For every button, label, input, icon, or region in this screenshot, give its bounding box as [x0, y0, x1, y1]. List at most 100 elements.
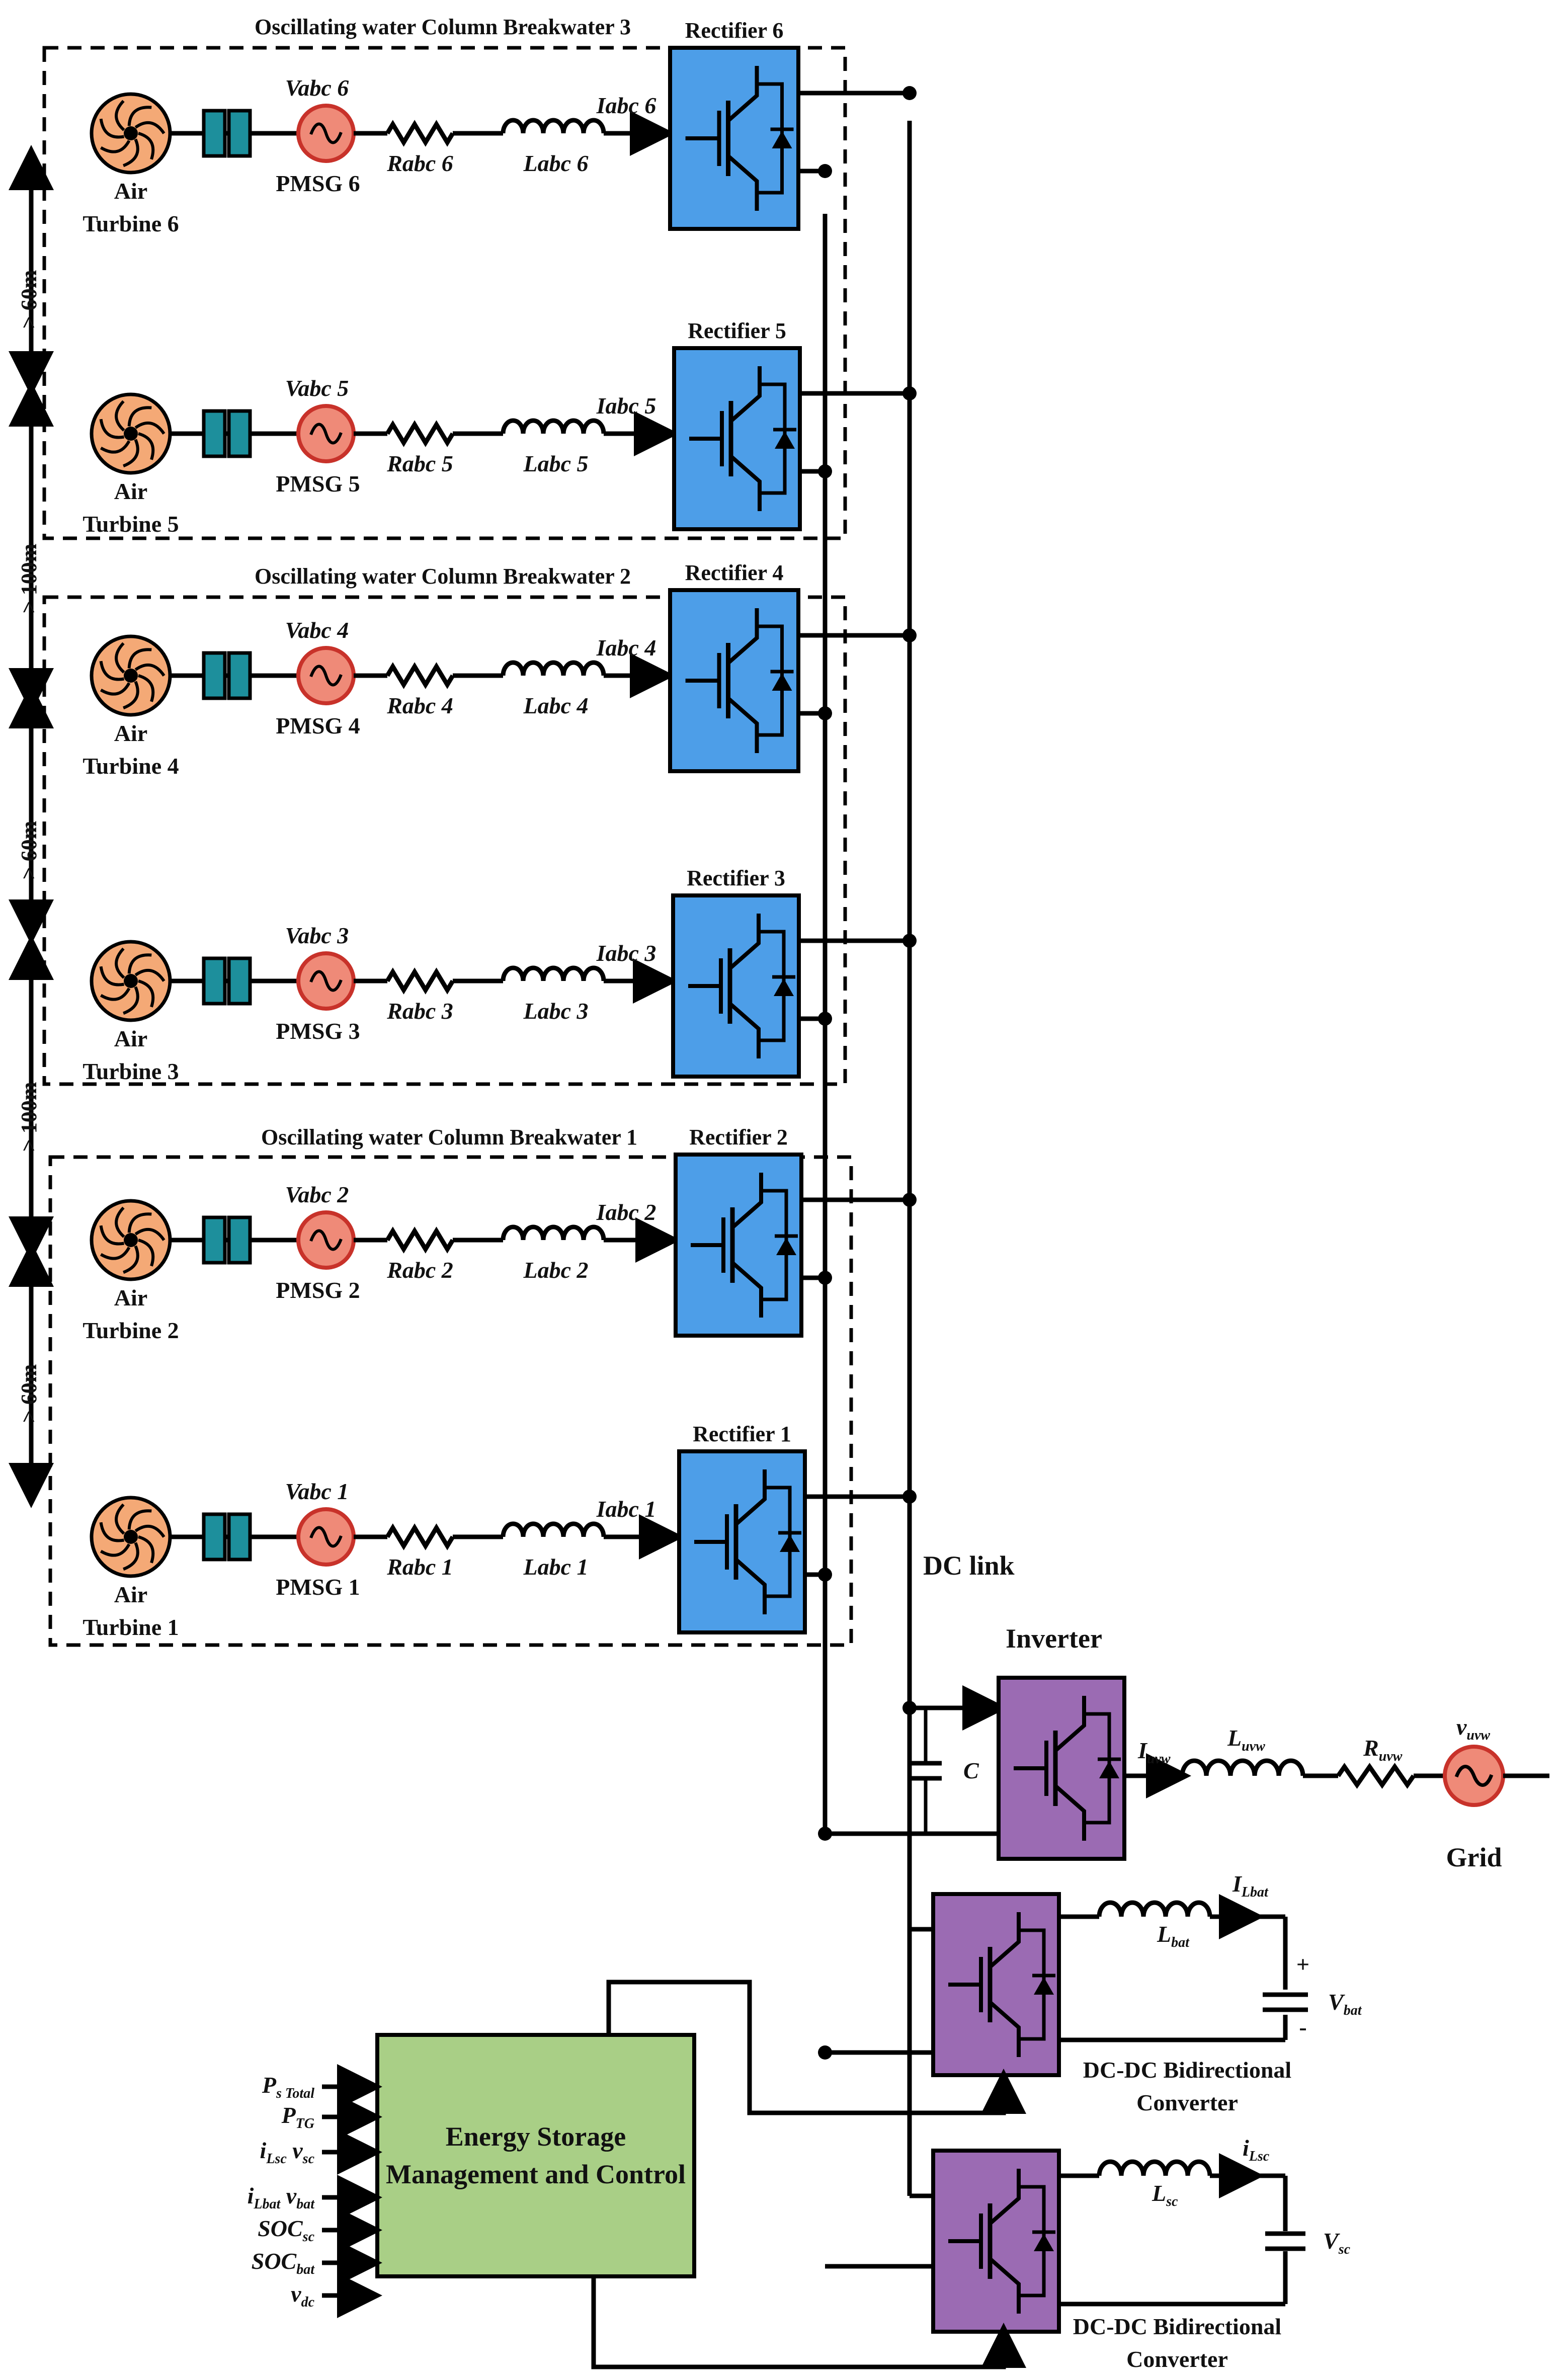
resistor-label: Rabc 2	[386, 1257, 453, 1283]
coupling-icon	[227, 109, 252, 158]
diode-icon	[772, 131, 792, 148]
controller-input-label: iLbat vbat	[248, 2183, 315, 2212]
battery-converter-label: DC-DC Bidirectional	[1083, 2057, 1291, 2083]
turbine-label: Turbine 6	[83, 211, 179, 236]
igbt-emitter	[726, 154, 759, 211]
turbine-hub	[124, 1233, 138, 1247]
turbine-blade	[100, 440, 131, 454]
resistor-label: Rabc 6	[386, 150, 453, 176]
turbine-label: Air	[114, 720, 147, 746]
rectifier-label: Rectifier 6	[685, 18, 784, 43]
junction-dot	[902, 86, 917, 100]
diode-icon	[1034, 2234, 1054, 2251]
resistor-icon	[385, 120, 455, 147]
turbine-blade	[134, 1227, 166, 1241]
battery-inductor-label: Lbat	[1157, 1921, 1190, 1950]
igbt-emitter	[731, 1261, 763, 1318]
coupling-icon	[227, 651, 252, 700]
resistor-label: Rabc 4	[386, 693, 453, 718]
turbine-label: Air	[114, 178, 147, 204]
inductor-icon	[501, 660, 606, 676]
igbt-emitter	[729, 454, 762, 511]
rectifier-label: Rectifier 4	[685, 560, 784, 585]
coupling-icon	[202, 1512, 227, 1562]
grid-resistor-label: Ruvw	[1363, 1735, 1403, 1764]
distance-label: > 100m	[17, 1082, 41, 1152]
supercap-inductor-label: Lsc	[1152, 2180, 1178, 2209]
current-label: Iabc 5	[596, 393, 656, 419]
pmsg-label: PMSG 5	[276, 471, 360, 497]
diode-icon	[1034, 1977, 1054, 1995]
controller-input-label: vdc	[291, 2281, 314, 2310]
turbine-blade	[99, 1522, 125, 1542]
igbt-collector	[726, 608, 759, 665]
turbine-label: Turbine 3	[83, 1058, 179, 1084]
turbine-blade	[138, 132, 155, 160]
turbine-blade	[134, 1524, 166, 1538]
turbine-blade	[100, 1543, 131, 1557]
voltage-label: Vabc 6	[285, 75, 349, 101]
breakwater-2-box	[42, 595, 847, 1086]
resistor-icon	[385, 1523, 455, 1550]
inverter-current-label: Iuvw	[1137, 1738, 1171, 1767]
distance-label: > 100m	[17, 544, 41, 614]
turbine-blade	[99, 118, 125, 139]
coupling-icon	[202, 651, 227, 700]
voltage-label: Vabc 2	[285, 1182, 349, 1207]
coupling-icon	[202, 956, 227, 1006]
current-label: Iabc 2	[596, 1199, 656, 1225]
inductor-icon	[501, 1224, 606, 1241]
battery-converter-block	[818, 1892, 1061, 2077]
resistor-icon	[385, 662, 455, 689]
inductor-icon	[501, 418, 606, 434]
inductor-label: Labc 5	[523, 451, 588, 476]
junction-dot	[818, 2045, 832, 2060]
turbine-blade	[123, 1542, 139, 1571]
junction-dot	[902, 1701, 917, 1715]
turbine-label: Turbine 5	[83, 511, 179, 537]
supercap-converter-label: DC-DC Bidirectional	[1073, 2314, 1281, 2339]
turbine-label: Turbine 1	[83, 1614, 179, 1640]
inductor-label: Labc 2	[523, 1257, 588, 1283]
turbine-blade	[127, 1509, 152, 1530]
turbine-label: Turbine 2	[83, 1318, 179, 1343]
coupling-icon	[227, 956, 252, 1006]
turbine-label: Turbine 4	[83, 753, 179, 779]
igbt-collector	[731, 1173, 763, 1229]
voltage-label: Vabc 4	[285, 617, 349, 643]
inductor-icon	[501, 965, 606, 981]
igbt-collector	[734, 1469, 767, 1526]
controller-label: Management and Control	[386, 2159, 686, 2189]
turbine-blade	[134, 121, 166, 134]
turbine-blade	[100, 1247, 131, 1260]
turbine-blade	[115, 100, 125, 131]
inductor-label: Labc 3	[523, 998, 588, 1024]
turbine-blade	[115, 947, 125, 979]
controller-input-label: SOCsc	[258, 2215, 314, 2245]
pmsg-label: PMSG 6	[276, 171, 360, 196]
battery-control-signal	[606, 1980, 1026, 2115]
inductor-icon	[501, 1521, 606, 1537]
resistor-label: Rabc 5	[386, 451, 453, 476]
igbt-emitter	[726, 696, 759, 753]
igbt-collector	[729, 366, 762, 423]
turbine-blade	[123, 138, 139, 168]
grid-inductor	[1180, 1758, 1305, 1776]
rectifier-label: Rectifier 5	[688, 318, 786, 343]
turbine-blade	[134, 968, 166, 982]
igbt-collector	[989, 2169, 1021, 2226]
turbine-hub	[124, 1530, 138, 1544]
turbine-blade	[123, 439, 139, 468]
current-label: Iabc 6	[596, 93, 656, 118]
igbt-collector	[989, 1912, 1021, 1969]
igbt-collector	[728, 914, 761, 970]
turbine-blade	[115, 400, 125, 432]
pmsg-label: PMSG 4	[276, 713, 360, 738]
sine-icon	[309, 1229, 343, 1251]
controller-input-label: SOCbat	[252, 2248, 315, 2277]
